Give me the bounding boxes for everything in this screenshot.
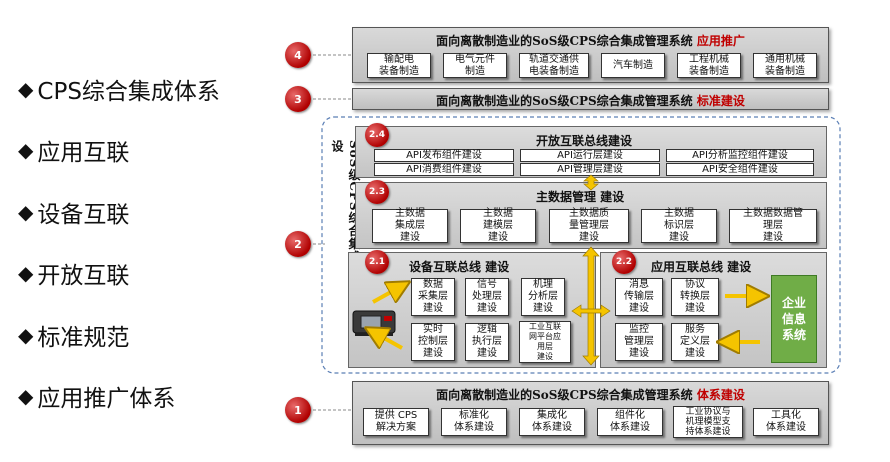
layer4-title: 面向离散制造业的SoS级CPS综合集成管理系统 应用推广 (436, 34, 745, 48)
enterprise-info-system: 企业 信息 系统 (771, 275, 817, 363)
master-data-title: 主数据管理 建设 (536, 190, 625, 204)
diamond-bullet-icon: ◆ (18, 138, 34, 163)
layer1-badge: 1 (285, 397, 311, 423)
layer4-badge: 4 (285, 42, 311, 68)
layer1-system-construction: 面向离散制造业的SoS级CPS综合集成管理系统 体系建设 提供 CPS 解决方案… (352, 381, 829, 445)
layer4-item: 电气元件 制造 (443, 53, 507, 78)
bullet-text: 开放互联 (37, 263, 130, 290)
layer4-item: 输配电 装备制造 (367, 53, 431, 78)
device-bus-title: 设备互联总线 建设 (409, 260, 510, 274)
device-bus-item: 信号 处理层 建设 (465, 278, 509, 316)
layer4-item: 轨道交通供 电装备制造 (519, 53, 589, 78)
app-bus-item: 监控 管理层 建设 (615, 323, 663, 361)
layer1-item: 集成化 体系建设 (519, 408, 585, 436)
bullet-item: ◆开放互联 (18, 243, 268, 305)
open-bus-panel: 开放互联总线建设 API发布组件建设 API运行层建设 API分析监控组件建设 … (355, 126, 827, 178)
master-data-item: 主数据质 量管理层 建设 (549, 208, 629, 243)
layer3-standards: 面向离散制造业的SoS级CPS综合集成管理系统 标准建设 (352, 88, 829, 110)
bullet-item: ◆应用推广体系 (18, 366, 268, 428)
diamond-bullet-icon: ◆ (18, 384, 34, 409)
layer4-item: 通用机械 装备制造 (753, 53, 817, 78)
bullet-text: CPS综合集成体系 (37, 78, 220, 105)
master-data-item: 主数据数据管 理层 建设 (729, 208, 817, 243)
diamond-bullet-icon: ◆ (18, 76, 34, 101)
bullet-text: 应用推广体系 (37, 386, 176, 413)
bullet-text: 标准规范 (37, 324, 130, 351)
api-item: API安全组件建设 (666, 163, 814, 176)
device-bus-item: 工业互联 网平台应 用层 建设 (519, 321, 571, 363)
app-bus-item: 服务 定义层 建设 (671, 323, 719, 361)
api-item: API运行层建设 (520, 149, 660, 162)
device-up-arrow (372, 287, 400, 304)
master-data-badge: 2.3 (365, 180, 389, 204)
bullet-item: ◆设备互联 (18, 181, 268, 243)
master-data-item: 主数据 标识层 建设 (641, 208, 717, 243)
layer4-item: 汽车制造 (601, 53, 665, 78)
central-vertical-arrow (571, 246, 611, 366)
api-item: API发布组件建设 (374, 149, 514, 162)
open-master-double-arrow (583, 174, 599, 191)
app-bus-badge: 2.2 (612, 250, 636, 274)
layer1-item: 工业协议与 机理模型支 持体系建设 (673, 406, 743, 438)
diamond-bullet-icon: ◆ (18, 322, 34, 347)
master-data-item: 主数据 建模层 建设 (460, 208, 536, 243)
master-data-item: 主数据 集成层 建设 (372, 208, 448, 243)
diamond-bullet-icon: ◆ (18, 199, 34, 224)
layer2-badge: 2 (285, 231, 311, 257)
layer2-dashed-frame (321, 116, 841, 374)
bullet-text: 设备互联 (37, 201, 130, 228)
layer1-item: 提供 CPS 解决方案 (363, 408, 429, 436)
layer3-badge: 3 (285, 86, 311, 112)
device-bus-item: 数据 采集层 建设 (411, 278, 455, 316)
open-bus-badge: 2.4 (365, 123, 389, 147)
layer3-title: 面向离散制造业的SoS级CPS综合集成管理系统 标准建设 (436, 94, 745, 108)
layer4-item: 工程机械 装备制造 (677, 53, 741, 78)
device-down-arrow (375, 333, 403, 350)
device-bus-item: 逻辑 执行层 建设 (465, 323, 509, 361)
open-bus-title: 开放互联总线建设 (536, 134, 633, 148)
layer1-item: 组件化 体系建设 (597, 408, 663, 436)
bullet-text: 应用互联 (37, 140, 130, 167)
bullet-item: ◆标准规范 (18, 304, 268, 366)
master-data-panel: 主数据管理 建设 主数据 集成层 建设 主数据 建模层 建设 主数据质 量管理层… (355, 182, 827, 249)
diamond-bullet-icon: ◆ (18, 261, 34, 286)
app-bus-item: 协议 转换层 建设 (671, 278, 719, 316)
layer1-item: 标准化 体系建设 (441, 408, 507, 436)
api-item: API分析监控组件建设 (666, 149, 814, 162)
app-bus-panel: 应用互联总线 建设 消息 传输层 建设 协议 转换层 建设 监控 管理层 建设 … (600, 252, 827, 368)
layer4-application-promotion: 面向离散制造业的SoS级CPS综合集成管理系统 应用推广 输配电 装备制造 电气… (352, 27, 829, 83)
api-item: API消费组件建设 (374, 163, 514, 176)
device-bus-item: 机理 分析层 建设 (521, 278, 565, 316)
app-bus-item: 消息 传输层 建设 (615, 278, 663, 316)
layer1-title: 面向离散制造业的SoS级CPS综合集成管理系统 体系建设 (436, 388, 745, 402)
device-bus-badge: 2.1 (365, 250, 389, 274)
bullet-list: ◆CPS综合集成体系 ◆应用互联 ◆设备互联 ◆开放互联 ◆标准规范 ◆应用推广… (18, 58, 268, 427)
bullet-item: ◆应用互联 (18, 120, 268, 182)
device-bus-item: 实时 控制层 建设 (411, 323, 455, 361)
app-bus-title: 应用互联总线 建设 (651, 260, 752, 274)
bullet-item: ◆CPS综合集成体系 (18, 58, 268, 120)
layer1-item: 工具化 体系建设 (753, 408, 819, 436)
